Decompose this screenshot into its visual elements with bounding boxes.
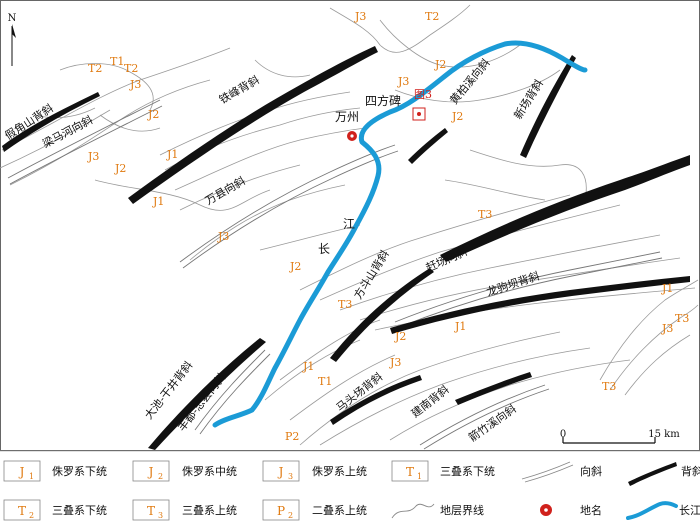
place-wanzhou-label: 万州 [335, 110, 359, 124]
legend-item-j1: J 1 侏罗系下统 [3, 460, 107, 482]
unit-j3: J3 [661, 322, 673, 335]
svg-text:1: 1 [29, 472, 34, 481]
unit-j1: J1 [166, 148, 178, 161]
unit-t3: T3 [478, 208, 492, 221]
legend-item-place: 地名 [540, 503, 602, 517]
unit-j1: J1 [302, 360, 314, 373]
svg-text:3: 3 [288, 472, 293, 481]
svg-text:侏罗系上统: 侏罗系上统 [312, 465, 367, 478]
unit-j2: J2 [289, 260, 301, 273]
unit-t2: T2 [124, 62, 138, 75]
legend-item-boundary: 地层界线 [391, 503, 484, 519]
unit-t2: T2 [425, 10, 439, 23]
unit-j2: J2 [147, 108, 159, 121]
legend-item-syncline: 向斜 [521, 461, 602, 483]
unit-p2: P2 [285, 430, 299, 443]
scale-bar: 0 15 km [560, 429, 680, 444]
anticline-longjuba [390, 276, 690, 334]
svg-text:P: P [277, 504, 285, 518]
legend-item-river: 长江 [626, 501, 700, 520]
legend-item-t1: T 1 三叠系下统 [391, 460, 495, 482]
anticline-xinchang [520, 55, 576, 158]
svg-text:T: T [147, 504, 155, 518]
anticline-jiajiaoshan [2, 92, 100, 152]
legend: J 1 侏罗系下统 J 2 侏罗系中统 J 3 侏罗系上统 T 1 三叠系下统 [0, 450, 700, 521]
svg-text:2: 2 [288, 511, 293, 520]
svg-text:地名: 地名 [580, 503, 602, 517]
unit-t1: T1 [318, 375, 332, 388]
svg-text:背斜: 背斜 [681, 464, 700, 478]
river-label-2: 长 [318, 242, 330, 256]
svg-text:侏罗系中统: 侏罗系中统 [182, 465, 237, 478]
svg-text:2: 2 [158, 472, 163, 481]
river-line-icon [626, 501, 678, 520]
svg-text:T: T [406, 465, 414, 479]
svg-text:J: J [147, 465, 154, 479]
north-label: N [8, 13, 17, 24]
unit-j3: J3 [217, 230, 229, 243]
boundary-line-icon [391, 503, 435, 519]
svg-text:侏罗系下统: 侏罗系下统 [52, 465, 107, 478]
unit-j2: J2 [451, 110, 463, 123]
unit-labels: J3 T2 T2 T1 T2 J3 J2 J3 J2 J1 J1 J3 J2 J… [87, 10, 689, 443]
north-arrow: N [8, 13, 17, 66]
anticline-fangdoushan [330, 268, 434, 362]
svg-text:三叠系下统: 三叠系下统 [52, 504, 107, 517]
svg-text:二叠系上统: 二叠系上统 [312, 504, 367, 517]
unit-j1: J1 [661, 282, 673, 295]
svg-text:J: J [18, 465, 25, 479]
legend-item-t3: T 3 三叠系上统 [132, 499, 237, 521]
unit-j2: J2 [434, 58, 446, 71]
unit-t3: T3 [675, 312, 689, 325]
svg-text:3: 3 [158, 511, 163, 520]
svg-text:三叠系下统: 三叠系下统 [440, 465, 495, 478]
legend-item-t2: T 2 三叠系下统 [3, 499, 107, 521]
svg-text:长江: 长江 [679, 504, 700, 517]
legend-item-j3: J 3 侏罗系上统 [262, 460, 367, 482]
svg-text:2: 2 [29, 511, 34, 520]
anticline-line-icon [628, 462, 677, 486]
unit-t2: T2 [88, 62, 102, 75]
anticline-tieling [128, 46, 378, 204]
legend-item-anticline: 背斜 [628, 462, 700, 486]
map-frame [0, 0, 700, 451]
place-sifangbei-label: 四方碑 [365, 93, 401, 108]
anticline-jiannan [455, 372, 532, 405]
unit-j1: J1 [152, 195, 164, 208]
unit-t3: T3 [602, 380, 616, 393]
unit-j3: J3 [129, 78, 141, 91]
unit-t1: T1 [110, 55, 124, 68]
place-wanzhou: 万州 [335, 110, 359, 142]
scale-distance: 15 km [648, 429, 680, 440]
legend-item-j2: J 2 侏罗系中统 [132, 460, 237, 482]
syncline-line-icon [521, 461, 574, 483]
unit-j3: J3 [354, 10, 366, 23]
anticline-axes [2, 46, 690, 450]
unit-j2: J2 [394, 330, 406, 343]
svg-text:1: 1 [417, 472, 422, 481]
svg-text:J: J [277, 465, 284, 479]
svg-text:地层界线: 地层界线 [440, 503, 484, 517]
place-dot-icon [540, 504, 552, 516]
unit-j3: J3 [389, 356, 401, 369]
unit-j1: J1 [454, 320, 466, 333]
svg-text:向斜: 向斜 [580, 464, 602, 478]
unit-j3: J3 [87, 150, 99, 163]
anticline-small [408, 128, 448, 164]
anticline-fangdoushan-east [440, 155, 690, 262]
anticline-matouchang [330, 375, 422, 425]
river-label-1: 江 [343, 217, 355, 231]
unit-t3: T3 [338, 298, 352, 311]
svg-text:T: T [18, 504, 26, 518]
unit-j3: J3 [397, 75, 409, 88]
anticline-dachi [148, 338, 266, 450]
unit-j2: J2 [114, 162, 126, 175]
legend-item-p2: P 2 二叠系上统 [262, 499, 367, 521]
yangtze-river [212, 40, 588, 428]
figure-ref-label: 图3 [414, 88, 432, 101]
svg-text:三叠系上统: 三叠系上统 [182, 504, 237, 517]
figure-ref-box: 图3 [412, 88, 432, 121]
scale-zero: 0 [560, 429, 566, 440]
